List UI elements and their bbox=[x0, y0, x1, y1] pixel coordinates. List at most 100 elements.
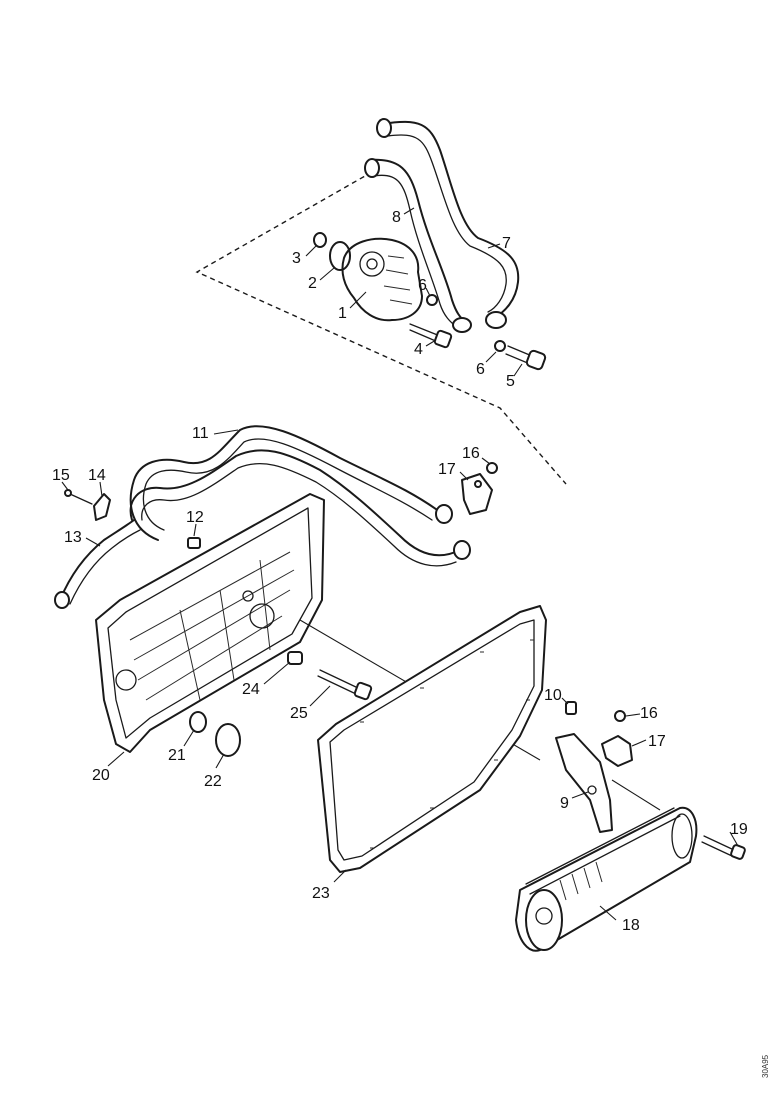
leader-7 bbox=[487, 243, 501, 249]
leader-2 bbox=[319, 267, 335, 281]
bolt-19-head bbox=[730, 844, 746, 860]
leader-6a bbox=[425, 287, 431, 297]
nut-16-upper bbox=[486, 462, 498, 474]
callout-22: 22 bbox=[204, 773, 222, 790]
bracket-9-hole bbox=[587, 785, 597, 795]
screw-15-head bbox=[64, 489, 72, 497]
leader-4 bbox=[425, 339, 437, 347]
nut-10 bbox=[565, 701, 577, 715]
clip-14 bbox=[93, 493, 111, 521]
bracket-17-upper bbox=[461, 473, 493, 515]
screw-15 bbox=[69, 493, 93, 505]
callout-23: 23 bbox=[312, 885, 330, 902]
callout-17a: 17 bbox=[438, 461, 456, 478]
callout-11: 11 bbox=[192, 425, 209, 442]
leader-14 bbox=[99, 481, 103, 497]
assembly-boundary-dashed bbox=[195, 171, 567, 485]
bolt-5-head bbox=[525, 349, 547, 371]
leader-20 bbox=[107, 751, 125, 767]
callout-24: 24 bbox=[242, 681, 260, 698]
fitting-12 bbox=[187, 537, 201, 549]
gasket-23 bbox=[317, 605, 547, 873]
middle-assembly bbox=[54, 425, 498, 609]
hose-13-inner bbox=[69, 529, 141, 605]
pump-housing-bore bbox=[359, 251, 385, 277]
leader-5 bbox=[513, 363, 523, 377]
seal-21 bbox=[189, 711, 207, 733]
callout-19: 19 bbox=[730, 821, 748, 838]
callout-10: 10 bbox=[544, 687, 562, 704]
leader-24 bbox=[263, 661, 291, 685]
plug-24 bbox=[287, 651, 303, 665]
callout-16a: 16 bbox=[462, 445, 480, 462]
document-id: 30A95 bbox=[761, 1054, 770, 1078]
oil-pan-port-left bbox=[115, 669, 137, 691]
leader-9 bbox=[571, 791, 589, 799]
hose-7-inner bbox=[387, 134, 507, 313]
pipe-11-end-a bbox=[435, 504, 453, 524]
callout-9: 9 bbox=[560, 795, 569, 812]
leader-8 bbox=[403, 207, 415, 215]
oil-pan-port-center bbox=[249, 603, 275, 629]
pump-housing-bore-inner bbox=[366, 258, 378, 270]
hose-7 bbox=[381, 120, 520, 319]
oil-cooler-fins bbox=[559, 861, 603, 901]
callout-6a: 6 bbox=[418, 277, 427, 294]
pump-housing-detail bbox=[383, 255, 413, 305]
callout-20: 20 bbox=[92, 767, 110, 784]
callout-21: 21 bbox=[168, 747, 186, 764]
leader-25 bbox=[309, 685, 331, 707]
leader-15 bbox=[61, 481, 69, 491]
callout-17b: 17 bbox=[648, 733, 666, 750]
callout-12: 12 bbox=[186, 509, 204, 526]
gasket-outline bbox=[317, 605, 547, 873]
oil-cooler-end-plate bbox=[525, 889, 563, 951]
leader-10 bbox=[561, 697, 569, 705]
leader-3 bbox=[305, 245, 317, 257]
gasket-bolt-holes bbox=[360, 639, 534, 849]
gasket-inner bbox=[329, 619, 535, 861]
bolt-25 bbox=[317, 669, 359, 695]
hose-8 bbox=[369, 158, 467, 323]
pipe-11-end-b bbox=[453, 540, 471, 560]
leader-16a bbox=[481, 457, 491, 465]
pipe-11-lower bbox=[129, 449, 461, 557]
washer-6-top bbox=[426, 294, 438, 306]
o-ring-2 bbox=[329, 241, 351, 271]
oil-pan-20 bbox=[95, 493, 325, 753]
callout-5: 5 bbox=[506, 373, 515, 390]
hose-7-end-bottom bbox=[485, 311, 507, 329]
pipe-11-outer bbox=[129, 425, 441, 541]
cooler-alignment-line bbox=[611, 779, 661, 811]
leader-11 bbox=[213, 429, 239, 435]
bracket-9-group bbox=[555, 701, 633, 833]
nut-16-lower bbox=[614, 710, 626, 722]
fastener-upper bbox=[474, 480, 482, 488]
leader-18 bbox=[599, 905, 617, 921]
oil-pan-ribs bbox=[129, 551, 295, 701]
callout-13: 13 bbox=[64, 529, 82, 546]
oil-pan-outline bbox=[95, 493, 325, 753]
oil-cooler-top-edge bbox=[525, 807, 681, 895]
callout-7: 7 bbox=[502, 235, 511, 252]
leader-21 bbox=[183, 729, 195, 747]
oil-cooler-far-end bbox=[671, 813, 693, 859]
callout-6b: 6 bbox=[476, 361, 485, 378]
callout-25: 25 bbox=[290, 705, 308, 722]
hose-13-end bbox=[54, 591, 70, 609]
leader-lines bbox=[61, 207, 739, 921]
top-assembly bbox=[195, 118, 567, 485]
washer-6-bottom bbox=[494, 340, 506, 352]
bolt-4 bbox=[409, 323, 441, 343]
callout-4: 4 bbox=[414, 341, 423, 358]
pump-housing-1 bbox=[341, 237, 423, 322]
hose-8-inner bbox=[373, 174, 459, 329]
leader-23 bbox=[333, 869, 347, 883]
leader-22 bbox=[215, 753, 225, 769]
callout-18: 18 bbox=[622, 917, 640, 934]
oil-pan-boss bbox=[242, 590, 254, 602]
bolt-4-head bbox=[433, 329, 453, 349]
oil-cooler-port bbox=[535, 907, 553, 925]
leader-17b bbox=[631, 739, 647, 747]
